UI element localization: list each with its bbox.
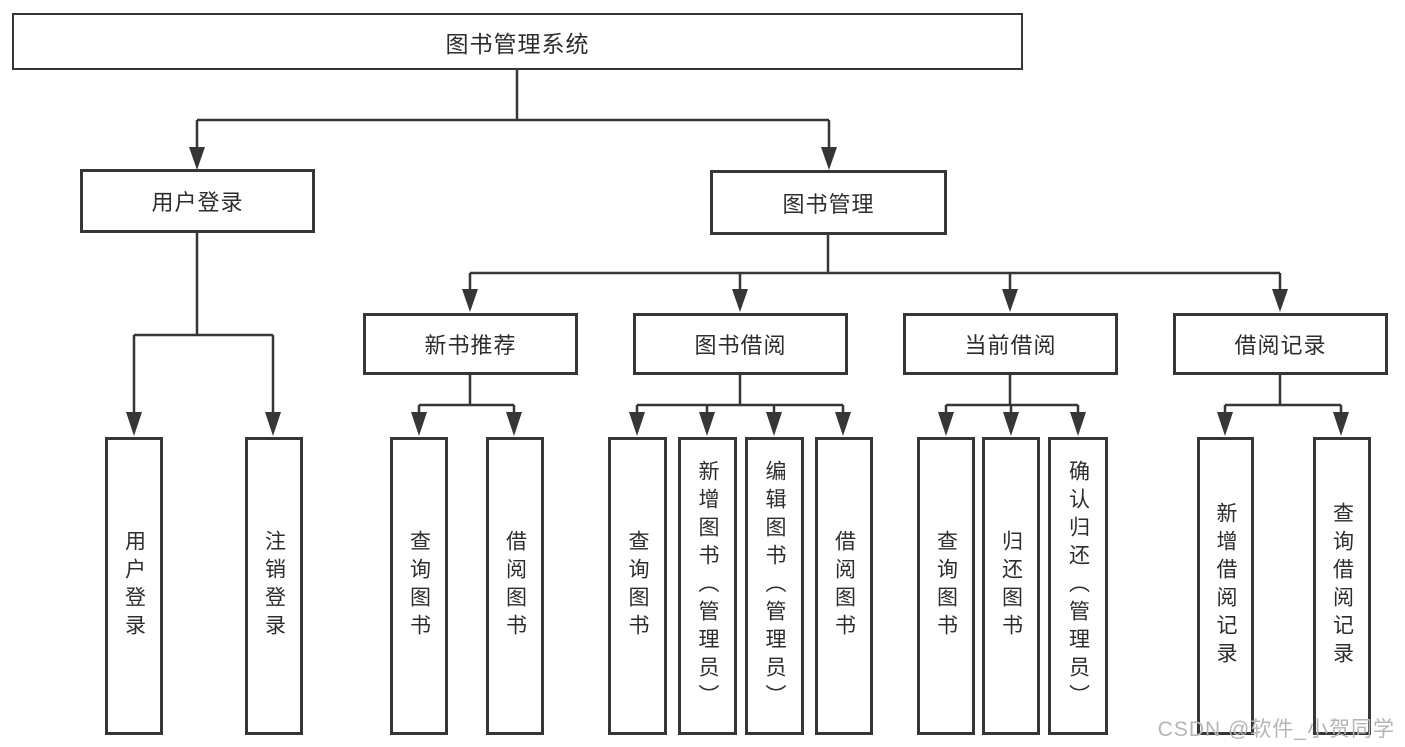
node-new-book-recommend: 新书推荐	[363, 313, 578, 375]
leaf-user-login: 用户登录	[105, 437, 163, 735]
connector-root-to-level2	[195, 68, 831, 152]
connector-newbookrec-to-leaves	[417, 375, 516, 420]
node-label: 当前借阅	[964, 333, 1057, 358]
arrowhead	[1272, 289, 1288, 312]
leaf-borrow-books: 借阅图书	[815, 437, 873, 735]
connector-bookborrow-to-leaves	[635, 375, 845, 420]
arrowhead	[732, 289, 748, 312]
arrowhead	[629, 412, 645, 436]
leaf-label: 新增图书（管理员）	[696, 460, 719, 712]
leaf-label: 查询图书	[626, 530, 649, 642]
connector-paths	[132, 68, 1343, 420]
leaf-label: 查询图书	[407, 530, 431, 642]
leaf-return-books: 归还图书	[982, 437, 1040, 735]
node-book-management: 图书管理	[710, 170, 947, 235]
leaf-label: 查询图书	[934, 530, 958, 642]
node-label: 图书管理系统	[445, 30, 590, 57]
connector-bookmgmt-to-level3	[468, 235, 1282, 295]
leaf-borrow-books-recommend: 借阅图书	[486, 437, 544, 735]
leaf-query-books-borrowing: 查询图书	[608, 437, 667, 735]
leaf-query-borrow-record: 查询借阅记录	[1313, 437, 1371, 735]
node-label: 新书推荐	[424, 333, 517, 358]
leaf-edit-books-admin: 编辑图书（管理员）	[745, 437, 804, 735]
leaf-logout: 注销登录	[245, 437, 303, 735]
connector-userlogin-to-leaves	[132, 233, 275, 420]
arrowhead	[411, 412, 427, 436]
arrowhead	[766, 412, 782, 436]
watermark: CSDN @软件_小贺同学	[1157, 718, 1395, 741]
arrowhead	[699, 412, 715, 436]
leaf-label: 查询借阅记录	[1330, 502, 1354, 670]
arrowhead	[821, 147, 837, 170]
leaf-query-books-current: 查询图书	[917, 437, 975, 735]
leaf-label: 借阅图书	[832, 530, 856, 642]
arrowhead	[462, 289, 478, 312]
arrowhead	[1002, 289, 1018, 312]
arrowhead	[506, 412, 522, 436]
leaf-label: 用户登录	[122, 530, 146, 642]
node-current-borrowing: 当前借阅	[903, 313, 1118, 375]
node-label: 图书管理	[782, 191, 875, 217]
node-book-borrowing: 图书借阅	[633, 313, 848, 375]
leaf-query-books-recommend: 查询图书	[390, 437, 448, 735]
arrowhead	[835, 412, 851, 436]
leaf-label: 新增借阅记录	[1214, 502, 1237, 670]
arrowhead	[1070, 412, 1086, 436]
arrowhead	[938, 412, 954, 436]
arrowhead	[126, 412, 142, 436]
leaf-label: 借阅图书	[503, 530, 527, 642]
node-user-login: 用户登录	[80, 169, 315, 233]
leaf-add-borrow-record: 新增借阅记录	[1197, 437, 1254, 735]
arrowhead	[189, 147, 205, 170]
leaf-add-books-admin: 新增图书（管理员）	[678, 437, 737, 735]
leaf-confirm-return-admin: 确认归还（管理员）	[1048, 437, 1108, 735]
node-label: 图书借阅	[694, 333, 787, 358]
node-label: 借阅记录	[1234, 333, 1327, 358]
leaf-label: 归还图书	[999, 530, 1023, 642]
connector-borrowrecords-to-leaves	[1223, 375, 1343, 420]
node-borrowing-records: 借阅记录	[1173, 313, 1388, 375]
arrowhead	[1003, 412, 1019, 436]
leaf-label: 确认归还（管理员）	[1066, 460, 1090, 712]
node-library-management-system: 图书管理系统	[12, 13, 1023, 70]
arrowhead	[265, 412, 281, 436]
arrowhead	[1333, 412, 1349, 436]
arrowheads	[126, 147, 1349, 436]
leaf-label: 注销登录	[262, 530, 286, 642]
node-label: 用户登录	[151, 190, 244, 215]
leaf-label: 编辑图书（管理员）	[763, 460, 786, 712]
arrowhead	[1217, 412, 1233, 436]
